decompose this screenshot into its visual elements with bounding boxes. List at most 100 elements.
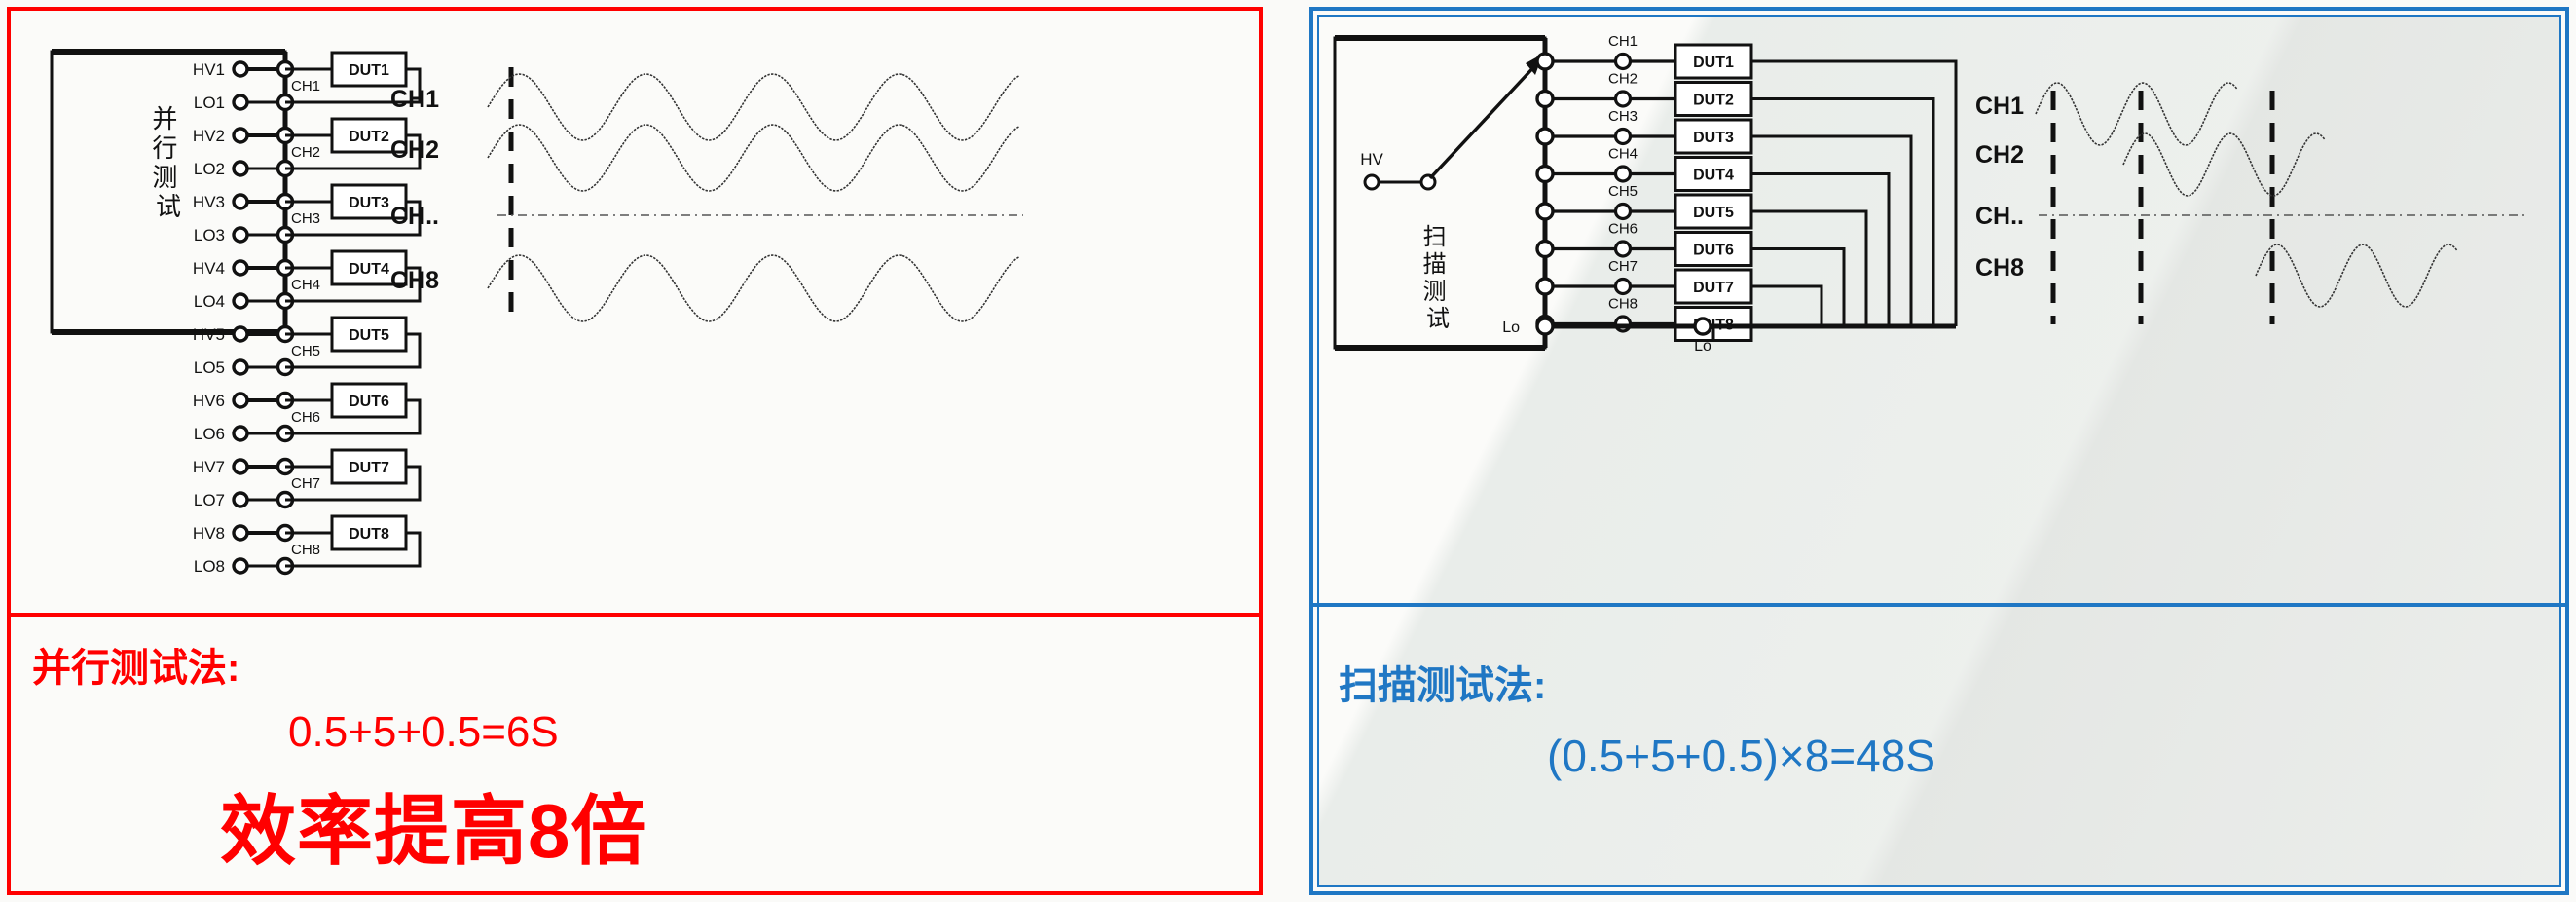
- dut-return-5: [285, 332, 422, 369]
- hv-switch-group: HV: [1360, 54, 1543, 191]
- dut-box-3: [1674, 118, 1753, 155]
- dut-label-1: DUT1: [349, 62, 389, 79]
- ch-label-7: CH7: [1608, 258, 1638, 275]
- dut-return-5: [1751, 209, 1868, 326]
- ch-node-7: [1613, 277, 1633, 296]
- lo-label-5: LO5: [194, 358, 225, 377]
- hv-label-8: HV8: [193, 524, 225, 543]
- scan-waveforms: CH1 CH2 CH.. CH8: [1975, 82, 2525, 324]
- parallel-caption-title: 并行测试法:: [32, 647, 240, 690]
- lo-label-inner: Lo: [1502, 319, 1520, 336]
- hv-terminal-3: [232, 193, 249, 210]
- ch-label-8: CH8: [291, 542, 320, 558]
- dut-return-3: [285, 200, 422, 237]
- scan-waveform-label-ch2: CH2: [1975, 141, 2024, 169]
- ch-label-6: CH6: [1608, 221, 1638, 238]
- parallel-caption-zone: 并行测试法: 0.5+5+0.5=6S 效率提高8倍: [11, 615, 1259, 891]
- instrument-label-scan: 扫 描 测 试: [1423, 224, 1454, 332]
- ch-label-4: CH4: [1608, 146, 1638, 163]
- switch-arm: [1428, 59, 1541, 180]
- dut-return-2: [285, 133, 422, 170]
- lo-terminal-5: [232, 358, 249, 376]
- lo-terminal-7: [232, 491, 249, 508]
- dut-box-8: [330, 514, 408, 551]
- ch-node-2: [1613, 90, 1633, 108]
- dut-label-7: DUT7: [349, 460, 389, 476]
- hv-label-4: HV4: [193, 259, 225, 278]
- lo-terminal-1: [232, 94, 249, 111]
- dut-box-7: [1674, 268, 1753, 305]
- hv-terminal-2: [232, 127, 249, 144]
- scan-caption-title: 扫描测试法:: [1339, 664, 1547, 707]
- lo-terminal-2: [232, 160, 249, 177]
- lo-label-2: LO2: [194, 160, 225, 178]
- ch-node-3: [1613, 127, 1633, 146]
- lo-label-7: LO7: [194, 491, 225, 509]
- ch-label-3: CH3: [291, 210, 320, 227]
- dut-label-6: DUT6: [349, 394, 389, 410]
- hv-terminal-7: [232, 458, 249, 475]
- dut-label-6: DUT6: [1693, 243, 1734, 259]
- dut-return-2: [1751, 97, 1935, 326]
- bus-node-6: [1535, 239, 1555, 259]
- left-panel-divider: [11, 613, 1259, 617]
- hv-terminal-6: [232, 392, 249, 409]
- bus-node-3: [1535, 127, 1555, 146]
- ch-label-4: CH4: [291, 277, 320, 293]
- ch-label-3: CH3: [1608, 108, 1638, 125]
- lo-label-1: LO1: [194, 94, 225, 112]
- scan-waveform-ch8: [2255, 244, 2458, 308]
- dut-return-4: [1751, 172, 1891, 326]
- parallel-caption-formula: 0.5+5+0.5=6S: [288, 708, 559, 756]
- dut-return-4: [285, 266, 422, 303]
- bus-node-1: [1535, 52, 1555, 71]
- ch-node-1: [1613, 52, 1633, 71]
- dut-return-6: [285, 398, 422, 435]
- parallel-caption-highlight: 效率提高8倍: [220, 788, 648, 874]
- dut-label-7: DUT7: [1693, 280, 1734, 296]
- waveform-label-ch2: CH2: [390, 136, 439, 164]
- dut-return-8: [285, 531, 422, 568]
- dut-label-3: DUT3: [349, 195, 389, 211]
- scan-caption-formula: (0.5+5+0.5)×8=48S: [1547, 731, 1935, 781]
- dut-box-1: [1674, 43, 1753, 80]
- hv-terminal: [1363, 173, 1380, 191]
- waveform-label-ch8: CH8: [390, 267, 439, 294]
- waveform-ch1: [487, 73, 1020, 141]
- scan-circuit-svg: 扫 描 测 试 HV CH1DUT1CH2DUT2CH3DUT3CH4DUT4C…: [1333, 33, 2525, 355]
- hv-label-7: HV7: [193, 458, 225, 476]
- bus-node-5: [1535, 202, 1555, 221]
- dut-return-3: [1751, 134, 1913, 326]
- dut-label-2: DUT2: [349, 129, 389, 145]
- right-panel-divider: [1313, 603, 2565, 607]
- dut-box-2: [1674, 81, 1753, 117]
- bus-node-2: [1535, 89, 1555, 109]
- hv-label-2: HV2: [193, 127, 225, 145]
- lo-label-4: LO4: [194, 292, 225, 311]
- waveform-label-chdots: CH..: [390, 203, 439, 230]
- dut-label-5: DUT5: [1693, 205, 1734, 221]
- dut-box-2: [330, 117, 408, 154]
- hv-label-1: HV1: [193, 60, 225, 79]
- lo-label-3: LO3: [194, 226, 225, 244]
- dut-return-1: [1751, 59, 1958, 326]
- ch-node-5: [1613, 202, 1633, 221]
- lo-label-outer: Lo: [1694, 338, 1711, 355]
- hv-label: HV: [1360, 150, 1383, 169]
- hv-terminal-4: [232, 259, 249, 277]
- lo-terminal-inner: [1535, 317, 1555, 336]
- scan-waveform-label-ch1: CH1: [1975, 93, 2024, 120]
- ch-label-1: CH1: [1608, 33, 1638, 50]
- parallel-waveforms: CH1 CH2 CH.. CH8: [390, 67, 1023, 324]
- lo-bus-group: Lo Lo: [1502, 317, 1956, 355]
- ch-label-2: CH2: [291, 144, 320, 161]
- scan-waveform-ch1: [2035, 82, 2238, 146]
- dut-label-4: DUT4: [1693, 168, 1734, 184]
- dut-label-8: DUT8: [349, 526, 389, 543]
- dut-label-3: DUT3: [1693, 130, 1734, 146]
- ch-label-5: CH5: [1608, 183, 1638, 200]
- bus-node-7: [1535, 277, 1555, 296]
